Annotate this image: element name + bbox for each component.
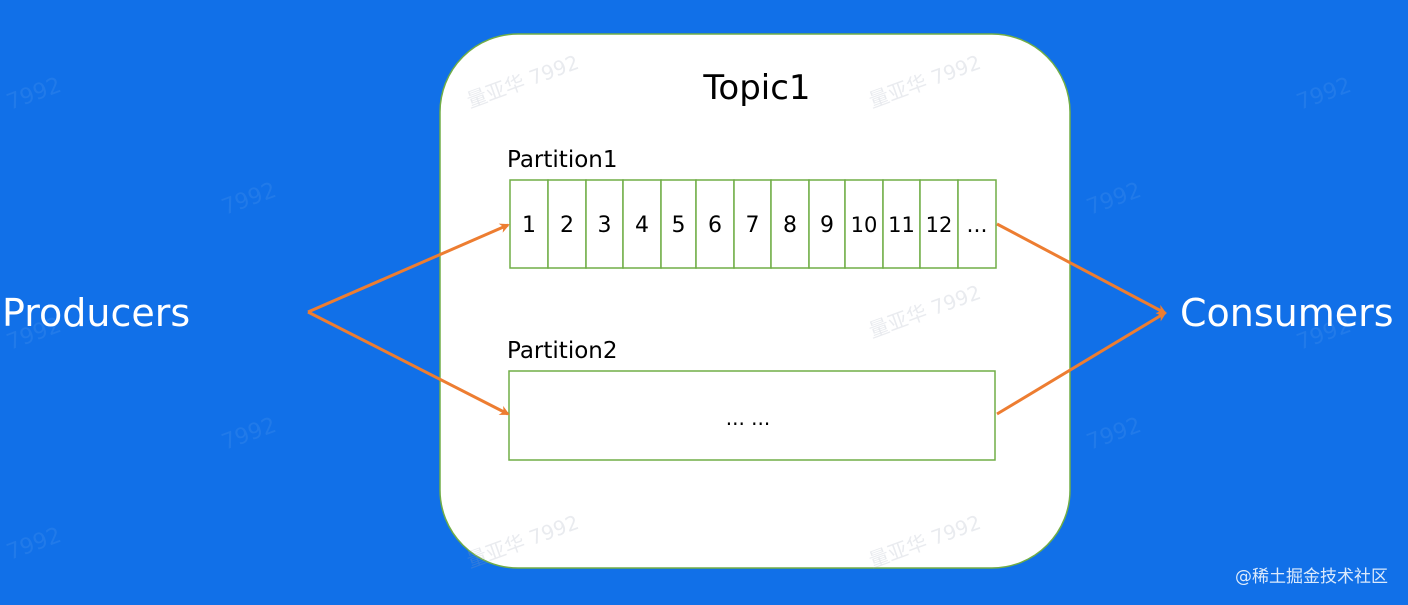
arrow-partition2-to-consumer [996,311,1167,416]
partition1-cell-label: 2 [560,213,574,238]
partition1-cell-label: ... [967,213,988,238]
partition1-cell-label: 12 [926,213,953,237]
topic-title: Topic1 [702,68,810,108]
partition1-cell-label: 1 [522,213,536,238]
partition1-cell-label: 4 [635,213,649,238]
partition1-cell-label: 10 [851,213,878,237]
partition1-cell-label: 6 [708,213,722,238]
partition1-cell [695,179,735,269]
partition1-cell-label: 3 [598,213,612,238]
partition1-cell [808,179,846,269]
partition1-cell-label: 9 [820,213,834,238]
partition1-cell [509,179,549,269]
partition2-content: ... ... [726,406,771,430]
partition2-label: Partition2 [507,338,618,364]
partition1-cell [957,179,997,269]
partition1-cell-label: 11 [888,213,915,237]
partition1-cell [622,179,662,269]
partition1-cell-label: 5 [672,213,686,238]
arrow-partition1-to-consumer [996,222,1167,315]
partition1-cell-label: 7 [746,213,760,238]
arrow-producer-to-partition2 [307,310,510,416]
partition1-cell [770,179,810,269]
partition1-cell [547,179,587,269]
partition1-cell-label: 8 [783,213,797,238]
partition1-cell [919,179,959,269]
site-watermark: @稀土掘金技术社区 [1235,567,1388,587]
consumers-label: Consumers [1180,291,1394,335]
partition2-box [508,370,996,461]
partition1-cell [733,179,772,269]
arrow-producer-to-partition1 [307,223,510,314]
partition1-label: Partition1 [507,147,618,173]
producers-label: Producers [2,291,190,335]
